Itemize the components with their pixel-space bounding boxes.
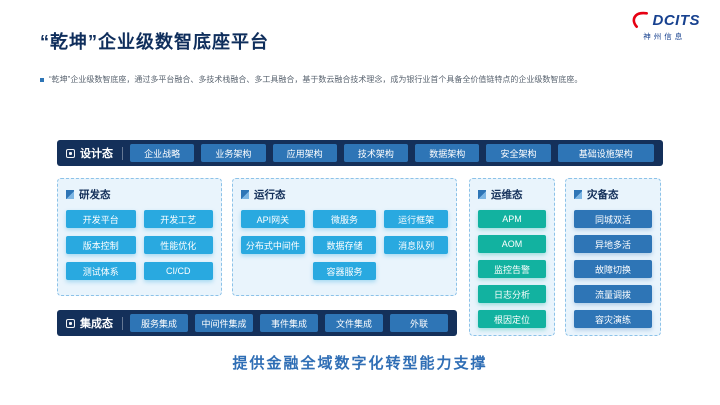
footer-slogan: 提供金融全域数字化转型能力支撑: [232, 355, 488, 372]
dr-panel: 灾备态 同城双活 异地多活 故障切换 流量调拨 容灾演练: [565, 178, 661, 336]
diagram-body: 研发态 开发平台 开发工艺 版本控制 性能优化 测试体系 CI/CD: [57, 178, 663, 336]
ops-panel-label: 运维态: [491, 189, 523, 201]
dev-grid: 开发平台 开发工艺 版本控制 性能优化 测试体系 CI/CD: [66, 210, 213, 280]
dr-panel-header: 灾备态: [574, 187, 652, 202]
design-item: 基础设施架构: [557, 144, 654, 162]
logo: DCITS 神州信息: [629, 10, 701, 42]
dev-item: 版本控制: [66, 236, 136, 254]
integration-label-text: 集成态: [80, 318, 113, 330]
integration-item: 服务集成: [130, 314, 188, 332]
ops-item: AOM: [478, 235, 546, 253]
description: “乾坤”企业级数智底座，通过多平台融合、多技术栈融合、多工具融合，基于数云融合技…: [40, 74, 675, 86]
integration-row-label: 集成态: [66, 315, 115, 331]
architecture-diagram: 设计态 企业战略 业务架构 应用架构 技术架构 数据架构 安全架构 基础设施架构…: [57, 140, 663, 336]
runtime-panel-label: 运行态: [254, 189, 286, 201]
dev-panel: 研发态 开发平台 开发工艺 版本控制 性能优化 测试体系 CI/CD: [57, 178, 222, 296]
drstate-icon: [574, 190, 582, 199]
ops-panel: 运维态 APM AOM 监控告警 日志分析 根因定位: [469, 178, 555, 336]
design-item: 技术架构: [343, 144, 409, 162]
integration-item: 文件集成: [325, 314, 383, 332]
design-item: 数据架构: [415, 144, 480, 162]
design-row-label: 设计态: [66, 145, 115, 161]
dr-item: 同城双活: [574, 210, 652, 228]
divider: [122, 316, 123, 330]
dev-item: CI/CD: [143, 262, 213, 280]
integration-icon: [66, 318, 75, 328]
ops-panel-header: 运维态: [478, 187, 546, 202]
runtime-item: API网关: [241, 210, 305, 228]
dev-panel-header: 研发态: [66, 187, 213, 202]
runtime-item: 消息队列: [384, 236, 448, 254]
ops-item: APM: [478, 210, 546, 228]
opsstate-icon: [478, 190, 486, 199]
divider: [122, 146, 123, 160]
runtime-item: 分布式中间件: [241, 236, 305, 254]
runtime-item: 微服务: [312, 210, 377, 228]
description-text: “乾坤”企业级数智底座，通过多平台融合、多技术栈融合、多工具融合，基于数云融合技…: [49, 75, 583, 84]
page-title: “乾坤”企业级数智底座平台: [40, 32, 269, 52]
runtimestate-icon: [241, 190, 249, 199]
logo-brand: DCITS: [652, 11, 700, 29]
runtime-item: 容器服务: [312, 262, 377, 280]
right-columns: 运维态 APM AOM 监控告警 日志分析 根因定位 灾备态 同城双活 异地多活…: [469, 178, 661, 336]
runtime-item: 运行框架: [384, 210, 448, 228]
ops-item: 监控告警: [478, 260, 546, 278]
ops-item: 日志分析: [478, 285, 546, 303]
logo-swoosh-icon: [632, 11, 648, 28]
dr-panel-label: 灾备态: [587, 189, 619, 201]
design-item: 业务架构: [201, 144, 266, 162]
dev-item: 测试体系: [66, 262, 136, 280]
design-icon: [66, 148, 75, 158]
dr-item: 异地多活: [574, 235, 652, 253]
integration-item: 外联: [390, 314, 448, 332]
runtime-item: 数据存储: [312, 236, 377, 254]
design-item: 安全架构: [486, 144, 551, 162]
middle-row: 研发态 开发平台 开发工艺 版本控制 性能优化 测试体系 CI/CD: [57, 178, 457, 296]
design-label-text: 设计态: [80, 148, 113, 160]
design-row: 设计态 企业战略 业务架构 应用架构 技术架构 数据架构 安全架构 基础设施架构: [57, 140, 663, 166]
logo-row: DCITS: [629, 10, 701, 30]
logo-company: 神州信息: [643, 32, 686, 41]
devstate-icon: [66, 190, 74, 199]
dev-item: 开发工艺: [143, 210, 213, 228]
ops-item: 根因定位: [478, 310, 546, 328]
integration-row: 集成态 服务集成 中间件集成 事件集成 文件集成 外联: [57, 310, 457, 336]
bullet-icon: [40, 78, 44, 82]
integration-item: 中间件集成: [195, 314, 253, 332]
dr-item: 容灾演练: [574, 310, 652, 328]
dev-panel-label: 研发态: [79, 189, 111, 201]
runtime-panel: 运行态 API网关 微服务 运行框架 分布式中间件 数据存储 消息队列 容器服务: [232, 178, 457, 296]
left-group: 研发态 开发平台 开发工艺 版本控制 性能优化 测试体系 CI/CD: [57, 178, 457, 336]
design-item: 企业战略: [130, 144, 195, 162]
integration-item: 事件集成: [260, 314, 318, 332]
runtime-panel-header: 运行态: [241, 187, 448, 202]
dev-item: 性能优化: [143, 236, 213, 254]
dev-item: 开发平台: [66, 210, 136, 228]
dr-item: 故障切换: [574, 260, 652, 278]
dr-item: 流量调拨: [574, 285, 652, 303]
runtime-grid: API网关 微服务 运行框架 分布式中间件 数据存储 消息队列 容器服务: [241, 210, 448, 280]
design-item: 应用架构: [272, 144, 337, 162]
